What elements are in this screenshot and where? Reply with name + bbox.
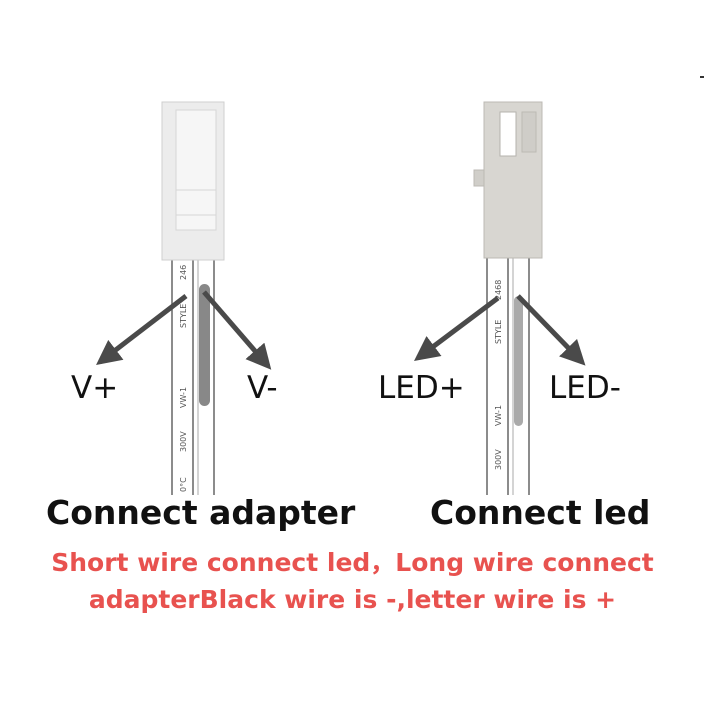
led-title: Connect led	[430, 493, 651, 532]
adapter-negative-arrow	[202, 290, 272, 370]
led-wire-print-2: VW-1	[494, 405, 503, 426]
led-negative-arrow	[516, 294, 586, 366]
adapter-connector: 246 STYLE VW-1 300V 0°C	[96, 101, 272, 495]
adapter-positive-label: V+	[71, 370, 119, 406]
adapter-wire-print-2: VW-1	[179, 387, 188, 408]
led-wire-print: 2468 STYLE VW-1 300V	[494, 280, 503, 470]
led-wire-print-3: 300V	[494, 449, 503, 470]
led-wire-print-1: STYLE	[494, 320, 503, 344]
led-wire-print-0: 2468	[494, 280, 503, 300]
led-wire-core	[514, 296, 523, 426]
adapter-wire-print-3: 300V	[179, 431, 188, 452]
note-line-2: adapterBlack wire is -,letter wire is +	[88, 585, 617, 614]
adapter-housing-latch	[175, 109, 217, 231]
led-positive-arrow	[414, 296, 500, 361]
adapter-wire-print-4: 0°C	[179, 477, 188, 492]
adapter-positive-arrow	[96, 294, 188, 366]
adapter-wire-print-0: 246	[179, 265, 188, 280]
adapter-wire-core	[199, 284, 210, 406]
note-line-1: Short wire connect led，Long wire connect	[51, 548, 654, 577]
adapter-negative-label: V-	[247, 370, 278, 406]
led-negative-label: LED-	[549, 370, 621, 406]
led-housing-window	[499, 111, 517, 157]
corner-dot	[700, 76, 704, 78]
adapter-title: Connect adapter	[46, 493, 356, 532]
led-housing-tab	[473, 169, 485, 187]
led-positive-label: LED+	[378, 370, 465, 406]
led-connector: 2468 STYLE VW-1 300V	[414, 101, 586, 495]
adapter-wire-print-1: STYLE	[179, 304, 188, 328]
adapter-wire-print: 246 STYLE VW-1 300V 0°C	[179, 265, 188, 492]
